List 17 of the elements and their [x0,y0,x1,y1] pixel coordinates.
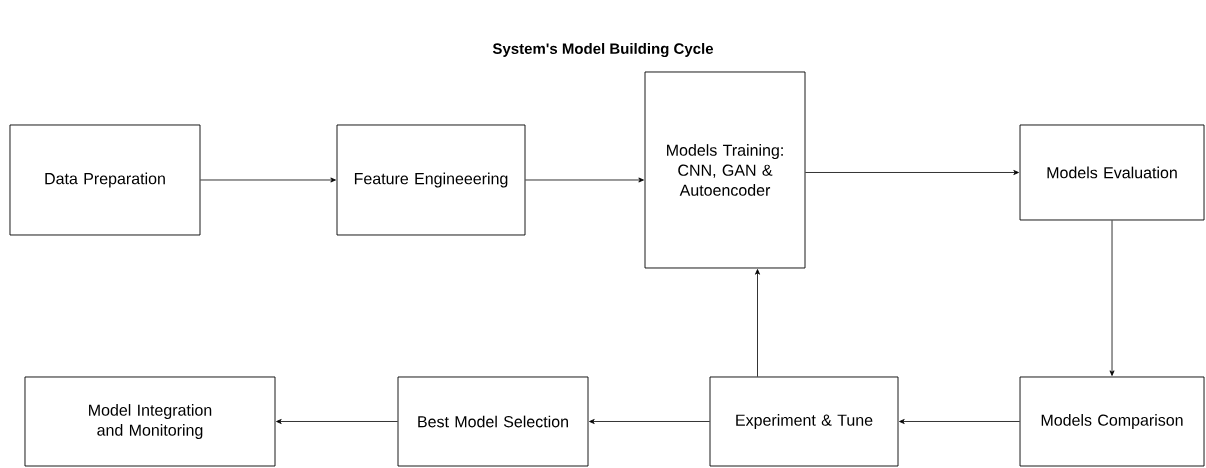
process-box: Model Integration and Monitoring [24,376,276,467]
title: System's Model Building Cycle [492,42,714,57]
arrow [899,419,1020,424]
arrow [589,419,710,424]
arrow [1109,220,1115,376]
process-box: Data Preparation [9,124,201,236]
arrow [805,170,1019,175]
process-box: Experiment & Tune [709,376,899,467]
process-box: Models Training: CNN, GAN & Autoencoder [644,71,806,269]
arrow [755,269,760,377]
process-box: Best Model Selection [397,376,589,467]
process-box: Models Comparison [1019,376,1205,467]
process-box: Feature Engineeering [336,124,526,236]
arrow [200,177,336,183]
arrow [525,177,644,183]
arrow [276,419,398,424]
process-box: Models Evaluation [1019,124,1205,221]
